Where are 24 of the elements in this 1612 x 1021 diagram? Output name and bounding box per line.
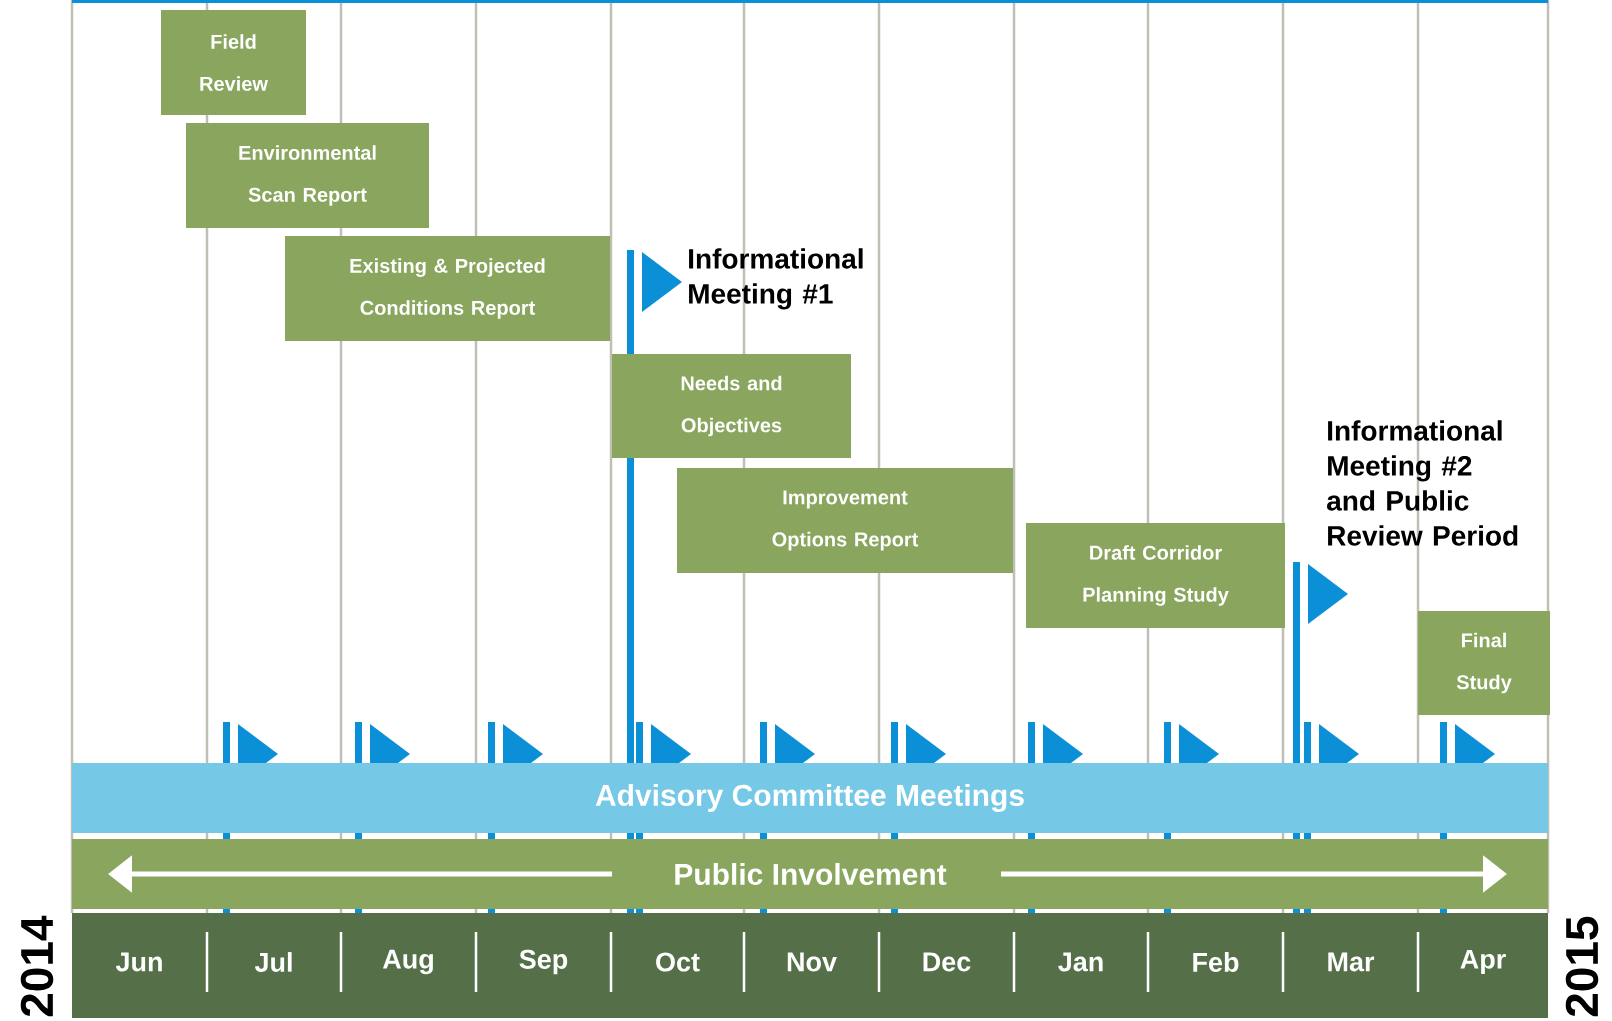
year-label: 2014 (20, 915, 54, 1017)
month-label: Feb (1193, 952, 1239, 972)
milestone-label: Informational Meeting #2 and Public Review Period (1327, 420, 1518, 546)
month-label: Jul (254, 952, 292, 972)
committee-band: Advisory Committee Meetings (72, 763, 1548, 833)
involvement-band: Public Involvement (72, 839, 1548, 909)
milestone-label: Informational Meeting #1 (689, 248, 863, 310)
month-label: Dec (923, 952, 971, 972)
task-box: Final Study (1418, 611, 1550, 715)
month-label: Jun (115, 952, 162, 972)
year-label: 2015 (1565, 916, 1599, 1017)
month-label: Nov (787, 952, 837, 972)
month-label: Apr (1460, 949, 1506, 975)
month-label: Mar (1328, 952, 1375, 972)
month-label: Sep (519, 949, 568, 975)
task-box: Needs and Objectives (612, 354, 851, 458)
month-label: Oct (656, 952, 700, 972)
task-box: Draft Corridor Planning Study (1026, 523, 1285, 628)
task-box: Improvement Options Report (677, 468, 1013, 573)
task-box: Environmental Scan Report (186, 123, 429, 228)
task-box: Field Review (161, 10, 306, 115)
month-label: Aug (382, 949, 433, 975)
month-label: Jan (1058, 952, 1103, 972)
task-box: Existing & Projected Conditions Report (285, 236, 610, 341)
